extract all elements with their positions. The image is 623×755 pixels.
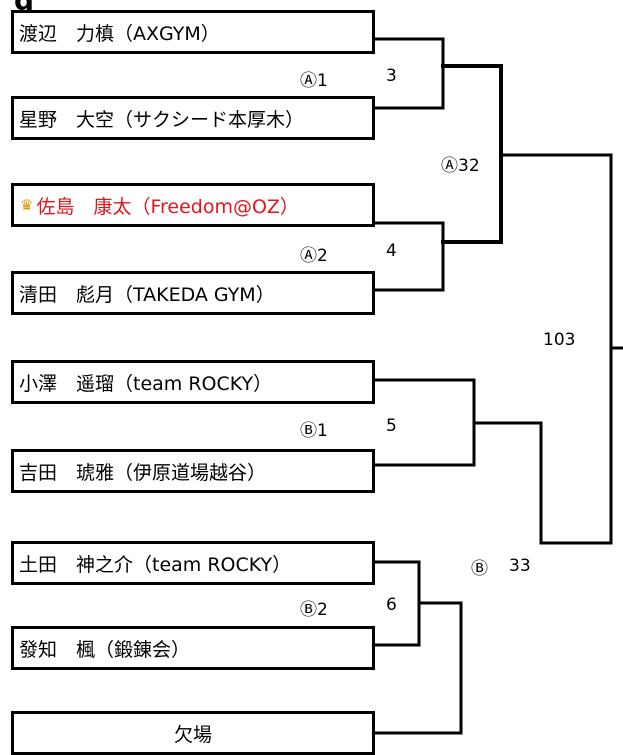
player-name-highlighted: 佐島 康太（Freedom@OZ） <box>36 195 299 218</box>
bye-label: 欠場 <box>173 723 212 746</box>
line-a1 <box>370 37 445 110</box>
player-name: 清田 彪月（TAKEDA GYM） <box>19 283 275 306</box>
match-a3-label: Ⓐ32 <box>441 156 480 176</box>
player-box-1: 渡辺 力槙（AXGYM） <box>11 10 375 54</box>
match-a2-number: 4 <box>386 241 397 261</box>
match-b3-label: Ⓑ <box>471 559 488 579</box>
match-a1-number: 3 <box>386 66 397 86</box>
player-name: 發知 楓（鍛錬会） <box>19 638 191 661</box>
player-box-3: ♛ 佐島 康太（Freedom@OZ） <box>11 183 375 227</box>
player-box-6: 吉田 琥雅（伊原道場越谷） <box>11 449 375 493</box>
match-b3-number: 33 <box>509 556 531 576</box>
line-a2 <box>370 221 445 292</box>
player-box-7: 土田 神之介（team ROCKY） <box>11 541 375 585</box>
line-b-bye <box>370 601 463 735</box>
match-a1-label: Ⓐ1 <box>300 71 328 91</box>
player-box-4: 清田 彪月（TAKEDA GYM） <box>11 271 375 315</box>
player-name: 星野 大空（サクシード本厚木） <box>19 108 305 131</box>
player-name: 吉田 琥雅（伊原道場越谷） <box>19 461 267 484</box>
match-b1-number: 5 <box>386 416 397 436</box>
player-name: 渡辺 力槙（AXGYM） <box>19 22 220 45</box>
player-name: 土田 神之介（team ROCKY） <box>19 553 292 576</box>
match-b2-label: Ⓑ2 <box>300 600 328 620</box>
match-b1-label: Ⓑ1 <box>300 421 328 441</box>
player-name: 小澤 遥瑠（team ROCKY） <box>19 372 273 395</box>
final-match-number: 103 <box>543 330 576 350</box>
crown-icon: ♛ <box>20 196 34 214</box>
match-b2-number: 6 <box>386 595 397 615</box>
player-box-5: 小澤 遥瑠（team ROCKY） <box>11 360 375 404</box>
player-box-bye: 欠場 <box>11 711 375 755</box>
match-a2-label: Ⓐ2 <box>300 246 328 266</box>
player-box-8: 發知 楓（鍛錬会） <box>11 626 375 670</box>
player-box-2: 星野 大空（サクシード本厚木） <box>11 96 375 140</box>
